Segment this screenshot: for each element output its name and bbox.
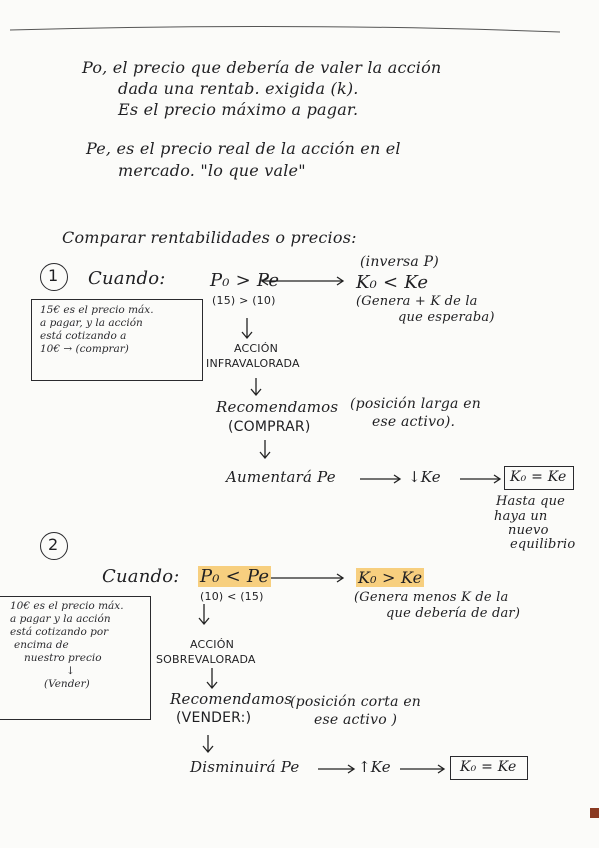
case2-accion: ACCIÓN xyxy=(190,638,235,651)
case1-side-note-line4: 10€ → (comprar) xyxy=(40,343,129,355)
case1-recommend-line2: (COMPRAR) xyxy=(228,419,311,435)
compare-heading: Comparar rentabilidades o precios: xyxy=(62,228,357,247)
case2-side-note-line3: está cotizando por xyxy=(10,626,109,638)
definition-pe-line2: mercado. "lo que vale" xyxy=(118,161,306,180)
case2-side-note-line4: encima de xyxy=(14,639,69,651)
case1-number: 1 xyxy=(48,266,59,285)
case2-side-note-line5: nuestro precio xyxy=(24,652,102,664)
case2-k-note-line2: que debería de dar) xyxy=(386,606,521,621)
case1-outcome: Aumentará Pe xyxy=(226,468,336,486)
down-arrow-2a xyxy=(198,604,210,626)
case2-number-circle xyxy=(40,532,68,560)
down-arrow-1c xyxy=(259,440,271,460)
case1-hasta-line2: haya un xyxy=(494,509,548,524)
case1-accion: ACCIÓN xyxy=(234,342,279,355)
case1-condition: P₀ > Pe xyxy=(210,270,280,291)
down-arrow-2b xyxy=(206,668,218,690)
definition-po-line2: dada una rentab. exigida (k). xyxy=(118,79,359,98)
case2-recommend-line2: (VENDER:) xyxy=(176,710,252,726)
case1-side-note-line3: está cotizando a xyxy=(40,330,127,342)
case2-side-note-line2: a pagar y la acción xyxy=(10,613,111,625)
page-edge-mark xyxy=(590,808,599,818)
case1-inverse-note: (inversa P) xyxy=(360,254,439,270)
case2-k-note-line1: (Genera menos K de la xyxy=(354,590,509,605)
case1-side-note-box xyxy=(31,299,203,381)
case2-cuando: Cuando: xyxy=(102,566,180,587)
case2-position-line1: (posición corta en xyxy=(290,694,422,710)
case2-number: 2 xyxy=(48,535,59,554)
case2-side-note-box xyxy=(0,596,151,720)
case1-side-note-line1: 15€ es el precio máx. xyxy=(40,304,154,316)
case1-side-note-line2: a pagar, y la acción xyxy=(40,317,143,329)
case1-k-relation: K₀ < Ke xyxy=(356,272,429,293)
case2-k-relation-highlight: K₀ > Ke xyxy=(356,568,425,587)
down-arrow-1a xyxy=(241,318,253,340)
case2-side-note-line6: ↓ xyxy=(66,665,75,677)
case1-k-note-line2: que esperaba) xyxy=(398,310,495,325)
case1-side-note: 15€ es el precio máx. a pagar, y la acci… xyxy=(40,304,154,356)
case2-k-relation: K₀ > Ke xyxy=(356,568,425,587)
definition-po-line3: Es el precio máximo a pagar. xyxy=(118,100,359,119)
case2-equilibrium-box xyxy=(450,756,528,780)
case1-equilibrium-box xyxy=(504,466,574,490)
case1-number-circle xyxy=(40,263,68,291)
case2-valuation: SOBREVALORADA xyxy=(156,653,256,666)
top-rule-line xyxy=(9,25,561,33)
case2-recommend-line1: Recomendamos xyxy=(170,690,293,708)
case2-ke-arrow: ↑Ke xyxy=(358,758,391,776)
down-arrow-2c xyxy=(202,735,214,754)
definition-po-line1: Po, el precio que debería de valer la ac… xyxy=(82,58,442,77)
case1-hasta-line1: Hasta que xyxy=(496,494,566,509)
case2-values: (10) < (15) xyxy=(200,590,264,603)
case1-cuando: Cuando: xyxy=(88,268,166,289)
case2-position-line2: ese activo ) xyxy=(314,712,398,728)
case1-ke-arrow: ↓Ke xyxy=(408,468,441,486)
case1-k-note-line1: (Genera + K de la xyxy=(356,294,478,309)
case1-recommend-line1: Recomendamos xyxy=(216,398,339,416)
case2-condition-highlight: P₀ < Pe xyxy=(198,566,272,587)
case1-values: (15) > (10) xyxy=(212,294,276,307)
case2-side-note-line7: (Vender) xyxy=(44,678,90,690)
case2-equilibrium: K₀ = Ke xyxy=(460,759,517,775)
down-arrow-1b xyxy=(250,378,262,397)
case1-position-line2: ese activo). xyxy=(372,414,456,430)
right-arrow-1b xyxy=(460,474,502,484)
case2-outcome: Disminuirá Pe xyxy=(190,758,300,776)
case1-hasta-line4: equilibrio xyxy=(510,537,576,552)
case2-side-note: 10€ es el precio máx. a pagar y la acció… xyxy=(10,600,124,691)
case2-condition: P₀ < Pe xyxy=(198,566,272,587)
case1-equilibrium: K₀ = Ke xyxy=(510,469,567,485)
definition-pe-line1: Pe, es el precio real de la acción en el xyxy=(86,139,401,158)
right-arrow-1a xyxy=(360,474,402,484)
right-arrow-2a xyxy=(318,764,356,774)
case1-hasta-line3: nuevo xyxy=(508,523,549,538)
case1-position-line1: (posición larga en xyxy=(350,396,481,412)
right-arrow-2b xyxy=(400,764,446,774)
case2-side-note-line1: 10€ es el precio máx. xyxy=(10,600,124,612)
case1-valuation: INFRAVALORADA xyxy=(206,357,300,370)
